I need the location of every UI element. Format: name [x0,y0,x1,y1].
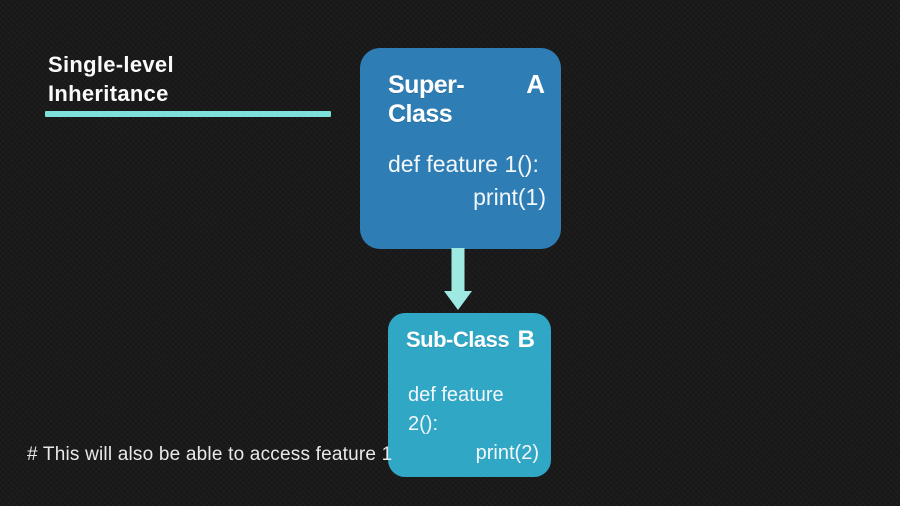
super-class-code-line-1: def feature 1(): [388,151,539,177]
sub-class-code-line-1: def feature 2(): [408,384,504,435]
title-underline [45,111,331,117]
super-class-label: A [526,69,545,99]
sub-class-code: def feature 2(): print(2) [408,381,539,468]
super-class-code-line-2: print(1) [473,184,546,211]
sub-class-title: Sub-Class [406,327,510,352]
sub-class-box: Sub-Class B def feature 2(): print(2) [388,313,551,477]
super-class-header: Super-Class A [360,48,561,129]
page-title: Single-level Inheritance [48,50,174,108]
sub-class-header: Sub-Class B [388,313,551,354]
code-comment: # This will also be able to access featu… [27,444,393,465]
sub-class-label: B [517,326,535,353]
super-class-code: def feature 1(): print(1) [388,148,546,215]
page-title-line1: Single-level [48,52,174,77]
super-class-title: Super-Class [388,71,465,128]
super-class-box: Super-Class A def feature 1(): print(1) [360,48,561,249]
sub-class-code-line-2: print(2) [475,442,539,464]
arrow-down-icon [444,248,472,310]
page-title-line2: Inheritance [48,81,169,107]
